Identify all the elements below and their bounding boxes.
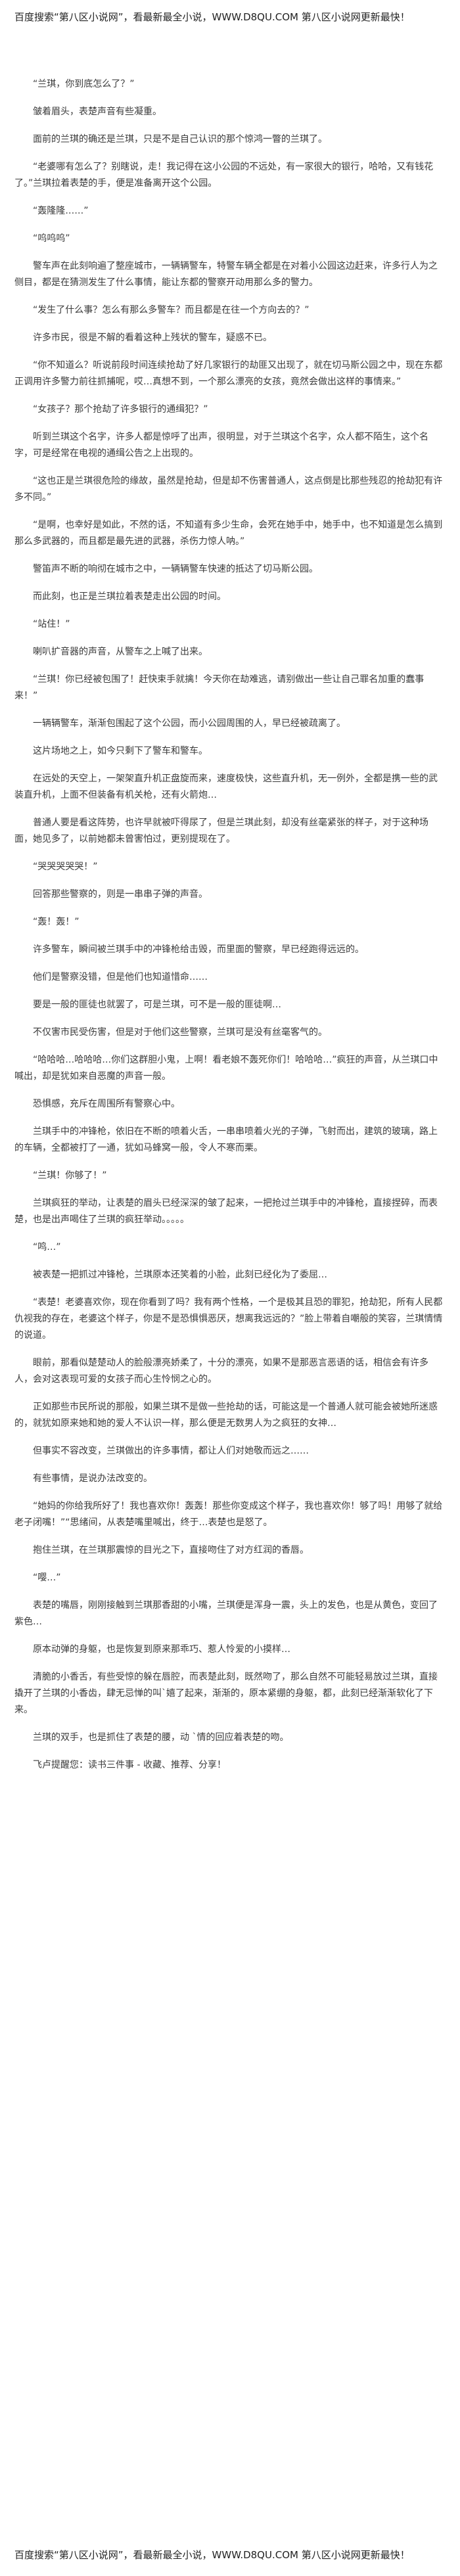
paragraph: “兰琪！你够了！”	[33, 1170, 107, 1181]
paragraph: “站住！”	[33, 619, 70, 630]
paragraph: 原本动弹的身躯，也是恢复到原来那乖巧、惹人怜爱的小摸样…	[33, 1644, 290, 1655]
paragraph: 回答那些警察的，则是一串串子弹的声音。	[33, 889, 208, 900]
paragraph: 正如那些市民所说的那般，如果兰琪不是做一些抢劫的话，可能这是一个普通人就可能会被…	[14, 1402, 438, 1429]
paragraph: “你不知道么？听说前段时间连续抢劫了好几家银行的劫匪又出现了，就在切马斯公园之中…	[14, 360, 443, 387]
paragraph: 抱住兰琪，在兰琪那震惊的目光之下，直接吻住了对方红润的香唇。	[33, 1545, 309, 1555]
site-notice-footer: 百度搜索“第八区小说网”，看最新最全小说，WWW.D8QU.COM 第八区小说网…	[14, 2549, 410, 2561]
paragraph: 许多市民，很是不解的看着这种上残状的警车，疑惑不已。	[33, 333, 272, 343]
paragraph: 普通人要是看这阵势，也许早就被吓得尿了，但是兰琪此刻，却没有丝毫紧张的样子，对于…	[14, 817, 428, 844]
paragraph: 表楚的嘴唇，刚刚接触到兰琪那香甜的小嘴，兰琪便是浑身一震，头上的发色，也是从黄色…	[14, 1600, 438, 1627]
reading-tip: 兰琪的双手，也是抓住了表楚的腰，动 ˋ情的回应着表楚的吻。	[33, 1732, 289, 1743]
paragraph: 面前的兰琪的确还是兰琪，只是不是自己认识的那个惊鸿一瞥的兰琪了。	[33, 134, 327, 145]
paragraph: 恐惧感，充斥在周围所有警察心中。	[33, 1099, 180, 1109]
paragraph: 有些事情，是说办法改变的。	[33, 1473, 152, 1484]
paragraph: “轰！轰！”	[33, 917, 80, 927]
paragraph: “老婆哪有怎么了？别瞎说，走！我记得在这小公园的不远处，有一家很大的银行，哈哈，…	[14, 162, 434, 189]
paragraph: 要是一般的匪徒也就罢了，可是兰琪，可不是一般的匪徒啊…	[33, 1000, 281, 1010]
paragraph: “她妈的你给我所好了！我也喜欢你！轰轰！那些你变成这个样子，我也喜欢你！够了吗！…	[14, 1501, 443, 1528]
support-link-text: 飞卢提醒您：读书三件事 - 收藏、推荐、分享！	[33, 1760, 226, 1770]
paragraph: 这片场地之上，如今只剩下了警车和警车。	[33, 746, 208, 756]
paragraph: 警车声在此刻响遍了整座城市，一辆辆警车，特警车辆全都是在对着小公园这边赶来，许多…	[14, 261, 438, 288]
paragraph: 兰琪手中的冲锋枪，依旧在不断的喷着火舌，一串串喷着火光的子弹，飞射而出，建筑的玻…	[14, 1126, 438, 1153]
paragraph: 兰琪疯狂的举动，让表楚的眉头已经深深的皱了起来，一把抢过兰琪手中的冲锋枪，直接捏…	[14, 1198, 438, 1225]
paragraph: 而此刻，也正是兰琪拉着表楚走出公园的时间。	[33, 591, 226, 602]
paragraph: “发生了什么事？怎么有那么多警车？而且都是在往一个方向去的？”	[33, 305, 310, 315]
paragraph: 不仅害市民受伤害，但是对于他们这些警察，兰琪可是没有丝毫客气的。	[33, 1027, 327, 1038]
paragraph: 听到兰琪这个名字，许多人都是惊呼了出声，很明显，对于兰琪这个名字，众人都不陌生，…	[14, 432, 428, 459]
paragraph: 许多警车，瞬间被兰琪手中的冲锋枪给击毁，而里面的警察，早已经跑得远远的。	[33, 944, 364, 955]
paragraph: 一辆辆警车，渐渐包围起了这个公园，而小公园周围的人，早已经被疏离了。	[33, 718, 346, 729]
paragraph: “哈哈哈…哈哈哈…你们这群胆小鬼，上啊！看老娘不轰死你们！哈哈哈…”疯狂的声音，…	[14, 1055, 438, 1082]
paragraph: “兰琪，你到底怎么了？”	[33, 79, 135, 89]
paragraph: 清脆的小香舌，有些受惊的躲在唇腔，而表楚此刻，既然吻了，那么自然不可能轻易放过兰…	[14, 1672, 438, 1715]
paragraph: 眼前，那看似楚楚动人的脸般漂亮娇柔了，十分的漂亮，如果不是那恶言恶语的话，相信会…	[14, 1358, 428, 1385]
paragraph: “表楚！老婆喜欢你，现在你看到了吗？我有两个性格，一个是极其且恐的罪犯，抢劫犯，…	[14, 1297, 443, 1341]
paragraph: 他们是警察没错，但是他们也知道惜命……	[33, 972, 208, 982]
paragraph: “鸣…”	[33, 1242, 61, 1253]
site-notice-header: 百度搜索“第八区小说网”，看最新最全小说，WWW.D8QU.COM 第八区小说网…	[14, 11, 410, 23]
paragraph: “是啊，也幸好是如此，不然的话，不知道有多少生命，会死在她手中，她手中，也不知道…	[14, 520, 443, 547]
paragraph: “哭哭哭哭哭！”	[33, 862, 98, 872]
paragraph: 但事实不容改变，兰琪做出的许多事情，都让人们对她敬而远之……	[33, 1446, 309, 1456]
paragraph: “嘤…”	[33, 1573, 61, 1583]
paragraph: “女孩子？那个抢劫了许多银行的通缉犯？”	[33, 404, 208, 415]
paragraph: 被表楚一把抓过冲锋枪，兰琪原本还笑着的小脸，此刻已经化为了委屈…	[33, 1270, 327, 1280]
chapter-content: “兰琪，你到底怎么了？” 皱着眉头，表楚声音有些凝重。 面前的兰琪的确还是兰琪，…	[14, 76, 446, 1774]
paragraph: 皱着眉头，表楚声音有些凝重。	[33, 106, 162, 117]
paragraph: “兰琪！你已经被包围了！赶快束手就擒！今天你在劫难逃，请别做出一些让自己罪名加重…	[14, 674, 425, 701]
paragraph: 在远处的天空上，一架架直升机正盘旋而来，速度极快，这些直升机，无一例外，全都是携…	[14, 773, 438, 800]
paragraph: 喇叭扩音器的声音，从警车之上喊了出来。	[33, 647, 208, 657]
paragraph: 警笛声不断的响彻在城市之中，一辆辆警车快速的抵达了切马斯公园。	[33, 564, 318, 574]
paragraph: “轰隆隆……”	[33, 206, 89, 216]
paragraph: “呜呜呜”	[33, 233, 70, 244]
paragraph: “这也正是兰琪很危险的缘故，虽然是抢劫，但是却不伤害普通人，这点倒是比那些残忍的…	[14, 476, 443, 503]
